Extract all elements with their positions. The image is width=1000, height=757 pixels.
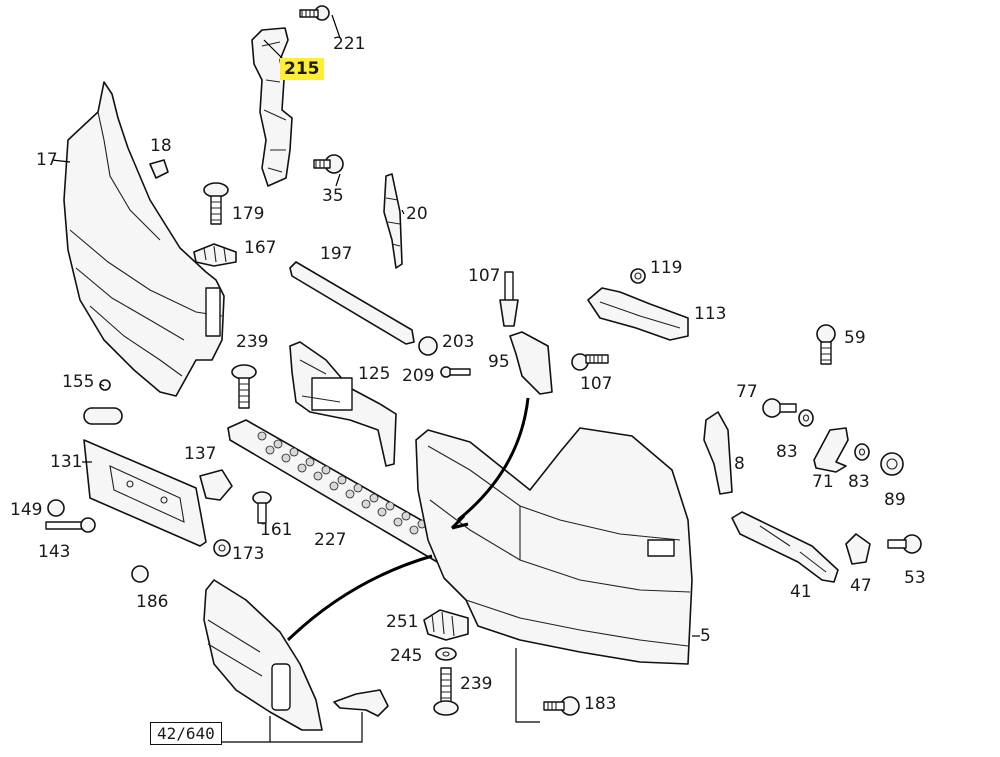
callout-8: 8 <box>734 454 745 474</box>
callout-5: 5 <box>700 626 711 646</box>
callout-173: 173 <box>232 544 265 564</box>
callout-59: 59 <box>844 328 866 348</box>
part-239-bolt-upper[interactable] <box>231 364 257 409</box>
leader-lines <box>51 14 700 743</box>
callout-71: 71 <box>812 472 834 492</box>
callout-107-upper: 107 <box>468 266 501 286</box>
callout-131: 131 <box>50 452 83 472</box>
part-42-640-corner[interactable] <box>203 579 323 731</box>
part-47-bracket[interactable] <box>845 533 871 565</box>
callout-245: 245 <box>390 646 423 666</box>
callout-35: 35 <box>322 186 344 206</box>
callout-137: 137 <box>184 444 217 464</box>
callout-113: 113 <box>694 304 727 324</box>
part-209-screw[interactable] <box>440 366 471 378</box>
callout-47: 47 <box>850 576 872 596</box>
callout-17: 17 <box>36 150 58 170</box>
callout-89: 89 <box>884 490 906 510</box>
part-245-washer[interactable] <box>435 647 457 661</box>
part-167-clip[interactable] <box>193 243 237 267</box>
part-8-bracket[interactable] <box>703 411 733 495</box>
part-119-nut[interactable] <box>630 268 646 284</box>
part-83-washer-upper[interactable] <box>798 409 814 427</box>
callout-221: 221 <box>333 34 366 54</box>
part-5-rear-bumper[interactable] <box>415 427 693 665</box>
part-77-bolt[interactable] <box>762 398 797 418</box>
callout-155: 155 <box>62 372 95 392</box>
callout-20: 20 <box>406 204 428 224</box>
part-197-strip[interactable] <box>289 261 415 345</box>
callout-215-highlighted[interactable]: 215 <box>280 58 324 80</box>
callout-119: 119 <box>650 258 683 278</box>
callout-41: 41 <box>790 582 812 602</box>
part-137-clip[interactable] <box>199 469 233 501</box>
callout-239-upper: 239 <box>236 332 269 352</box>
part-183-bolt[interactable] <box>543 696 580 716</box>
callout-209: 209 <box>402 366 435 386</box>
callout-203: 203 <box>442 332 475 352</box>
part-107-pin-upper[interactable] <box>499 271 519 327</box>
part-18-clip[interactable] <box>149 159 169 179</box>
part-53-bolt[interactable] <box>887 534 922 554</box>
part-131-plate-bracket[interactable] <box>83 439 207 547</box>
part-215-bracket[interactable] <box>251 27 293 187</box>
part-227-step-plate[interactable] <box>227 419 471 573</box>
callout-149: 149 <box>10 500 43 520</box>
part-95-panel[interactable] <box>509 331 553 395</box>
part-17-left-cover[interactable] <box>63 81 225 397</box>
callout-179: 179 <box>232 204 265 224</box>
callout-125: 125 <box>358 364 391 384</box>
callout-95: 95 <box>488 352 510 372</box>
part-149-screw[interactable] <box>47 499 65 517</box>
part-107-pin-lower[interactable] <box>571 353 609 371</box>
callout-107-lower: 107 <box>580 374 613 394</box>
callout-83-upper: 83 <box>776 442 798 462</box>
callout-143: 143 <box>38 542 71 562</box>
part-203-grommet[interactable] <box>418 336 438 356</box>
callout-18: 18 <box>150 136 172 156</box>
part-239-bolt-lower[interactable] <box>433 667 459 716</box>
callout-227: 227 <box>314 530 347 550</box>
callout-53: 53 <box>904 568 926 588</box>
part-71-bracket[interactable] <box>813 427 849 473</box>
callout-251: 251 <box>386 612 419 632</box>
part-83-washer-lower[interactable] <box>854 443 870 461</box>
part-41-bracket[interactable] <box>731 511 839 583</box>
part-113-trim[interactable] <box>587 287 689 341</box>
callout-77: 77 <box>736 382 758 402</box>
part-89-nut[interactable] <box>880 452 904 476</box>
callout-161: 161 <box>260 520 293 540</box>
installation-arrows <box>286 397 530 642</box>
part-221-bolt[interactable] <box>299 5 330 21</box>
callout-42-640: 42/640 <box>150 722 222 745</box>
callout-167: 167 <box>244 238 277 258</box>
part-155-plug[interactable] <box>83 407 123 425</box>
part-173-nut[interactable] <box>213 539 231 557</box>
part-35-bolt[interactable] <box>313 154 344 174</box>
part-42-640-clip[interactable] <box>333 689 389 717</box>
part-161-screw[interactable] <box>252 491 272 524</box>
part-143-pin[interactable] <box>45 517 96 533</box>
callout-239-lower: 239 <box>460 674 493 694</box>
callout-183: 183 <box>584 694 617 714</box>
part-186-nut[interactable] <box>131 565 149 583</box>
part-155-clip[interactable] <box>99 379 111 391</box>
callout-83-lower: 83 <box>848 472 870 492</box>
part-20-strip[interactable] <box>383 173 403 269</box>
part-59-bolt[interactable] <box>816 324 836 365</box>
part-125-bracket[interactable] <box>289 341 397 467</box>
part-251-clip[interactable] <box>423 609 469 641</box>
part-179-bolt[interactable] <box>203 182 229 225</box>
callout-186: 186 <box>136 592 169 612</box>
callout-197: 197 <box>320 244 353 264</box>
